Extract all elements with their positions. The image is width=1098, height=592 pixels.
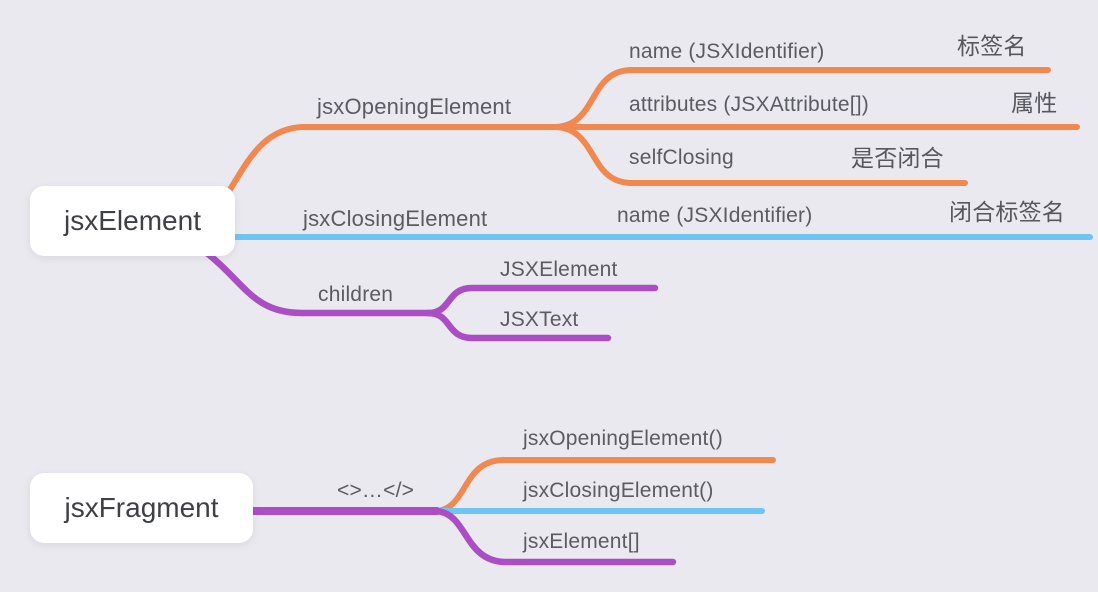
branch-line-fragment-element (433, 507, 677, 566)
node-opening-attributes[interactable]: attributes (JSXAttribute[]) (629, 93, 869, 116)
node-opening-attributes-leaf[interactable]: 属性 (1011, 90, 1058, 116)
node-children-jsxtext[interactable]: JSXText (500, 308, 579, 331)
node-children-jsxelement[interactable]: JSXElement (500, 258, 618, 281)
branch-line-opening-selfclosing (553, 124, 968, 186)
node-opening-name[interactable]: name (JSXIdentifier) (629, 40, 825, 63)
node-fragment-closing[interactable]: jsxClosingElement() (523, 479, 714, 502)
branch-line-children (199, 246, 432, 317)
node-opening-selfclosing[interactable]: selfClosing (629, 146, 734, 169)
node-fragment-opening[interactable]: jsxOpeningElement() (523, 427, 723, 450)
node-fragment-element[interactable]: jsxElement[] (523, 530, 640, 553)
node-jsx-opening-element[interactable]: jsxOpeningElement (317, 94, 512, 119)
branch-line-opening-name (553, 67, 1051, 130)
node-jsx-element-root[interactable]: jsxElement (30, 186, 235, 256)
node-opening-name-leaf[interactable]: 标签名 (957, 33, 1027, 59)
branch-line-children-jsxtext (424, 309, 612, 342)
node-jsx-fragment-root-label: jsxFragment (64, 492, 219, 523)
node-jsx-fragment-root[interactable]: jsxFragment (30, 473, 253, 543)
node-fragment-syntax[interactable]: <>…</> (337, 479, 415, 502)
branch-line-fragment-opening (434, 457, 776, 514)
node-closing-name-leaf[interactable]: 闭合标签名 (949, 199, 1065, 225)
node-jsx-element-root-label: jsxElement (64, 205, 201, 236)
node-jsx-closing-element[interactable]: jsxClosingElement (303, 206, 488, 231)
node-opening-selfclosing-leaf[interactable]: 是否闭合 (851, 145, 944, 171)
node-closing-name[interactable]: name (JSXIdentifier) (617, 204, 813, 227)
node-children[interactable]: children (318, 283, 394, 306)
